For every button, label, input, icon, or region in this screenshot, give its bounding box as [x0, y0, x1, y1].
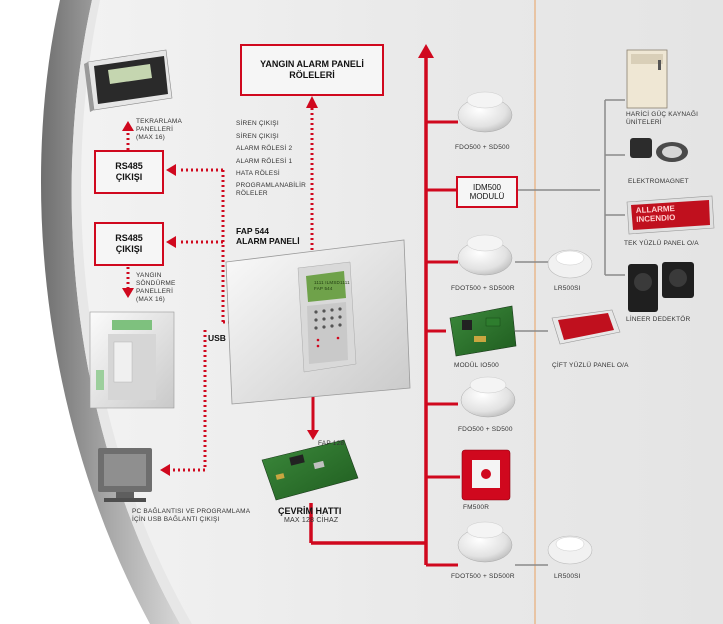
rs485-top-box: RS485 ÇIKIŞI [94, 150, 164, 194]
io-module-image [449, 305, 517, 357]
pc-label-line: PC BAĞLANTISI VE PROGRAMLAMA [132, 508, 251, 515]
loop-card-image [261, 439, 359, 501]
extinguish-label-line: (MAX 16) [136, 296, 166, 303]
loop-card-label: FAP 128 [318, 440, 345, 447]
device-label-fdo500-2: FDO500 + SD500 [458, 426, 513, 433]
relay-item: SİREN ÇIKIŞI [236, 132, 279, 140]
rs485-top-line1: RS485 [115, 161, 143, 171]
device-label-double-panel: ÇİFT YÜZLÜ PANEL O/A [552, 362, 629, 369]
psu-label-line: ÜNİTELERİ [626, 119, 662, 126]
relay-item: PROGRAMLANABİLİR [236, 181, 307, 189]
psu-label-line: HARİCİ GÜÇ KAYNAĞI [626, 111, 699, 118]
relay-item: SİREN ÇIKIŞI [236, 120, 279, 127]
repeater-label-line: TEKRARLAMA [136, 118, 183, 125]
bus-arrow [418, 44, 434, 58]
rs485-mid-line1: RS485 [115, 233, 143, 243]
device-label-io500: MODÜL IO500 [454, 362, 499, 369]
pc-label-line: İÇİN USB BAĞLANTI ÇIKIŞI [132, 516, 220, 523]
idm500-box: IDM500 MODULÜ [456, 176, 518, 208]
detector-images [457, 91, 516, 563]
device-label-lr500si-2: LR500SI [554, 573, 581, 580]
extinguish-label: YANGIN SÖNDÜRME PANELLERİ (MAX 16) [136, 272, 176, 304]
relay-item: HATA RÖLESİ [236, 170, 280, 177]
pc-label: PC BAĞLANTISI VE PROGRAMLAMA İÇİN USB BA… [132, 508, 250, 524]
sounder-images [547, 249, 593, 565]
fap544-panel-image [225, 239, 411, 405]
psu-image [626, 49, 668, 109]
repeater-label: TEKRARLAMA PANELLERİ (MAX 16) [136, 118, 182, 142]
relay-item: ALARM RÖLESİ 1 [236, 157, 293, 165]
device-label-fdo500: FDO500 + SD500 [455, 144, 510, 151]
loop-title: ÇEVRİM HATTI [278, 506, 342, 516]
panel-title-line2: ALARM PANELİ [236, 236, 300, 246]
rs485-mid-line2: ÇIKIŞI [115, 244, 143, 254]
loop-subtitle: MAX 128 CİHAZ [284, 517, 339, 524]
rs485-top-line2: ÇIKIŞI [115, 172, 143, 182]
psu-label: HARİCİ GÜÇ KAYNAĞI ÜNİTELERİ [626, 111, 698, 127]
magnet-label: ELEKTROMAGNET [628, 178, 689, 185]
relay-item: RÖLELER [236, 189, 268, 197]
lcd-line1: 1111 ILMSD1111 [314, 280, 350, 285]
swoosh-shape [0, 0, 150, 624]
single-panel-label: TEK YÜZLÜ PANEL O/A [624, 240, 699, 247]
rs485-mid-box: RS485 ÇIKIŞI [94, 222, 164, 266]
repeater-label-line: (MAX 16) [136, 134, 166, 141]
extinguish-panel-image [89, 311, 175, 409]
single-panel-sign-text: ALLARME INCENDIO [636, 204, 676, 224]
double-panel-image [551, 309, 621, 345]
device-label-lr500si: LR500SI [554, 285, 581, 292]
call-point-image [461, 449, 511, 501]
extinguish-label-line: PANELLERİ [136, 288, 174, 295]
beam-detector-image [628, 262, 694, 312]
device-label-fdot500-2: FDOT500 + SD500R [451, 573, 515, 580]
extinguish-label-line: SÖNDÜRME [136, 280, 176, 287]
relay-item: ALARM RÖLESİ 2 [236, 145, 293, 152]
device-label-fdot500: FDOT500 + SD500R [451, 285, 515, 292]
panel-lcd-text: 1111 ILMSD1111 FAP 544 [314, 280, 350, 292]
magnet-image [630, 138, 688, 162]
pc-monitor-image [98, 448, 152, 502]
device-label-fm500r: FM500R [463, 504, 490, 511]
relay-header-box: YANGIN ALARM PANELİ RÖLELERİ [240, 44, 384, 96]
lcd-line2: FAP 544 [314, 286, 333, 291]
extinguish-label-line: YANGIN [136, 272, 162, 279]
single-panel-image [626, 195, 715, 235]
relay-header-line2: RÖLELERİ [289, 70, 335, 80]
repeater-panel-image [84, 49, 173, 112]
idm-line1: IDM500 [472, 182, 501, 192]
beam-label: LİNEER DEDEKTÖR [626, 316, 691, 323]
relay-list: SİREN ÇIKIŞI SİREN ÇIKIŞI ALARM RÖLESİ 2… [236, 118, 306, 197]
repeater-label-line: PANELLERİ [136, 126, 174, 133]
relay-header-line1: YANGIN ALARM PANELİ [260, 59, 364, 69]
usb-label: USB [208, 333, 226, 343]
panel-title-line1: FAP 544 [236, 226, 269, 236]
panel-title: FAP 544 ALARM PANELİ [236, 226, 300, 246]
idm-line2: MODULÜ [469, 192, 505, 201]
